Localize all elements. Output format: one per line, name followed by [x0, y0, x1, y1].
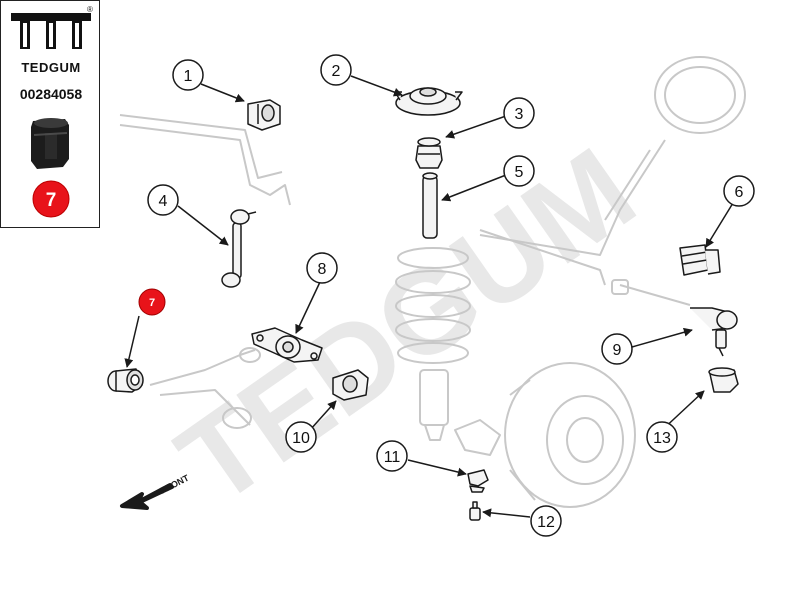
- part-2-strut-mount: [394, 87, 463, 116]
- callout-7: 7: [138, 288, 166, 316]
- highlight-badge: 7: [32, 180, 70, 218]
- part-13-ball-joint-cap: [708, 367, 739, 393]
- part-10-bushing-block: [332, 369, 369, 401]
- brand-logo-icon: [11, 13, 91, 49]
- callout-circle-13: [646, 421, 678, 453]
- bushing-product-image: [31, 118, 69, 169]
- callout-circle-8: [306, 252, 338, 284]
- callout-circle-11: [376, 440, 408, 472]
- callout-11: 11: [376, 440, 408, 472]
- part-5-shock-rod: [422, 172, 438, 239]
- callout-label-10: 10: [292, 430, 310, 447]
- callout-6: 6: [723, 175, 755, 207]
- callout-13: 13: [646, 421, 678, 453]
- callout-label-9: 9: [613, 342, 622, 359]
- callout-circle-5: [503, 155, 535, 187]
- part-1-stabilizer-bushing: [247, 99, 281, 131]
- background-suspension-outline: [119, 56, 746, 508]
- highlight-badge-number: 7: [46, 190, 57, 211]
- callout-2: 2: [320, 54, 352, 86]
- callout-circle-3: [503, 97, 535, 129]
- part-3-bump-stop: [415, 137, 443, 169]
- callout-4: 4: [147, 184, 179, 216]
- part-8-arm-bracket-bushing: [251, 327, 323, 363]
- callout-10: 10: [285, 421, 317, 453]
- callout-circle-7: [138, 288, 166, 316]
- highlighted-parts: [107, 87, 739, 521]
- callout-label-13: 13: [653, 430, 671, 447]
- callout-label-12: 12: [537, 514, 555, 531]
- callout-circle-1: [172, 59, 204, 91]
- callout-12: 12: [530, 505, 562, 537]
- front-label: FRONT: [158, 473, 191, 496]
- callout-label-11: 11: [384, 449, 401, 466]
- callout-1: 1: [172, 59, 204, 91]
- callout-label-5: 5: [515, 164, 524, 181]
- callout-5: 5: [503, 155, 535, 187]
- callout-label-4: 4: [159, 193, 168, 210]
- part-4-stabilizer-link: [221, 209, 257, 288]
- callout-circle-6: [723, 175, 755, 207]
- front-direction-arrow: FRONT: [120, 473, 191, 510]
- part-11-ball-joint-boot: [467, 469, 489, 493]
- part-6-bellows-boot: [679, 244, 721, 276]
- callout-8: 8: [306, 252, 338, 284]
- part-number: 00284058: [19, 86, 83, 102]
- brand-info-box: ® TEDGUM 00284058 7: [0, 0, 100, 228]
- callout-circle-12: [530, 505, 562, 537]
- part-7-control-arm-bushing: [107, 368, 144, 393]
- callout-3: 3: [503, 97, 535, 129]
- callout-label-1: 1: [184, 68, 193, 85]
- callout-circle-2: [320, 54, 352, 86]
- callout-circle-4: [147, 184, 179, 216]
- watermark-text: TEDGUM: [155, 122, 658, 530]
- callout-circle-10: [285, 421, 317, 453]
- callout-label-7: 7: [149, 297, 155, 309]
- callout-label-3: 3: [515, 106, 524, 123]
- callout-circle-9: [601, 333, 633, 365]
- part-12-bolt: [469, 501, 481, 521]
- registered-mark: ®: [87, 5, 93, 14]
- callout-label-6: 6: [735, 184, 744, 201]
- callout-label-2: 2: [332, 63, 341, 80]
- callout-9: 9: [601, 333, 633, 365]
- callout-label-8: 8: [318, 261, 327, 278]
- brand-name: TEDGUM: [21, 60, 81, 75]
- part-9-tie-rod-end: [690, 307, 738, 357]
